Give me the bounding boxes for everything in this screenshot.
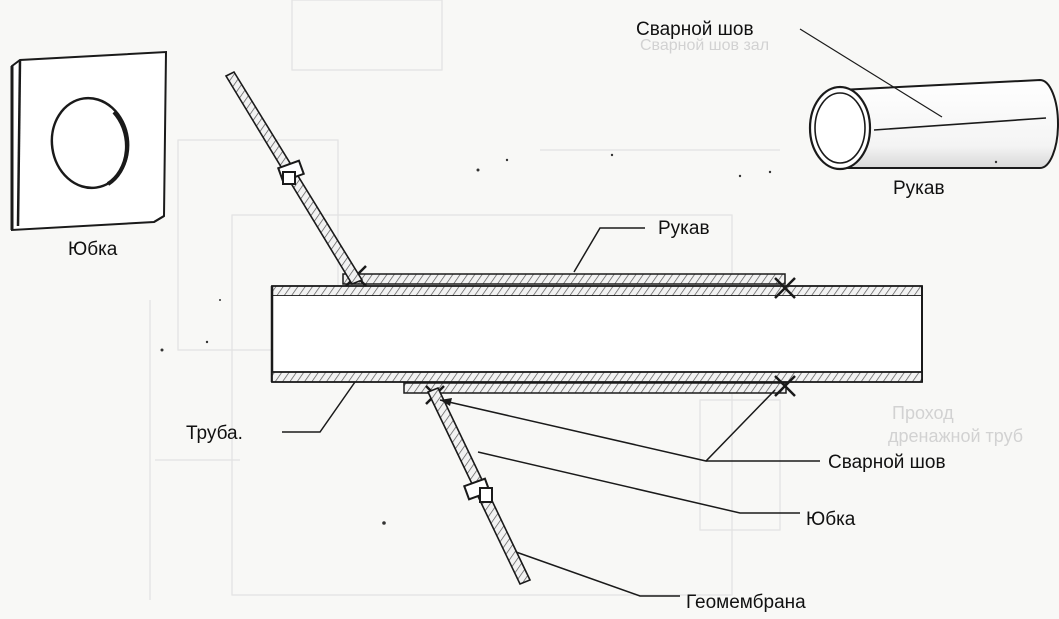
specks: [160, 153, 998, 525]
ghost-lines: [149, 0, 781, 600]
watermark-text-1: Проход: [892, 403, 954, 423]
label-skirt-top: Юбка: [68, 239, 118, 260]
label-geomembrane: Геомембрана: [686, 592, 806, 613]
label-sleeve-mid: Рукав: [658, 218, 710, 239]
geomembrane-upper: [224, 70, 364, 285]
watermark-text-top: Сварной шов зал: [640, 37, 770, 54]
label-pipe: Труба.: [186, 423, 243, 444]
label-skirt-right: Юбка: [806, 509, 856, 530]
sleeve-cylinder: [799, 28, 1059, 171]
label-sleeve-top: Рукав: [893, 178, 945, 199]
label-weld-right: Сварной шов: [828, 452, 946, 473]
label-weld-top: Сварной шов: [636, 19, 754, 40]
geomembrane-lower: [426, 386, 532, 586]
pipe-assembly: [270, 265, 923, 405]
skirt-illustration: [10, 50, 168, 232]
watermark-text-2: дренажной труб: [888, 426, 1024, 446]
leader-lines: [282, 227, 820, 597]
